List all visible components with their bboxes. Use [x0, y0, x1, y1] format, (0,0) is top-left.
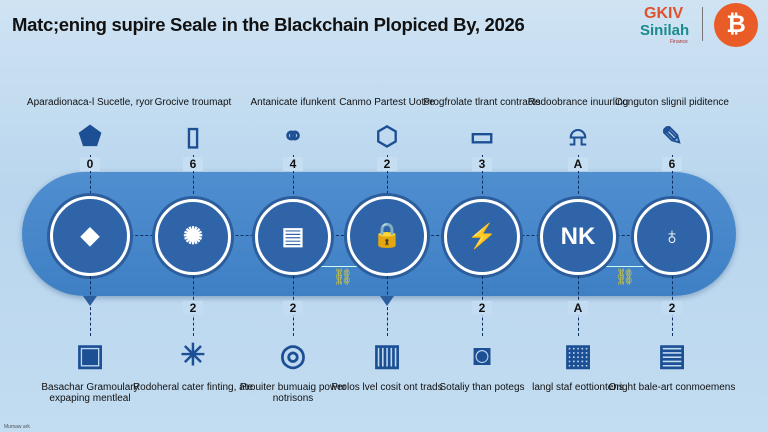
network-icon: ✺ — [155, 199, 231, 275]
step-bottom-label: Basachar Gramoulary expaping mentleal — [41, 382, 139, 404]
blockchain-icon: ⬡ — [375, 121, 399, 151]
arrow-down-icon — [380, 296, 394, 306]
footer-text: Mumaw ark — [4, 424, 30, 430]
page-title: Matc;ening supire Seale in the Blackchai… — [12, 14, 525, 35]
step-top-number: 2 — [377, 157, 397, 171]
brand-logo: GKIV Sinilah Finance ₿ — [634, 3, 768, 47]
step-bottom-number: A — [568, 301, 588, 315]
contract-icon: ▭ — [469, 121, 495, 151]
document-icon: ▦ — [563, 339, 593, 372]
bitcoin-icon: ₿ — [714, 3, 758, 47]
power-icon: ◎ — [279, 339, 307, 372]
lock-icon: 🔒 — [347, 196, 427, 276]
step-top-number: 6 — [183, 157, 203, 171]
lightning-icon: ⚡ — [444, 199, 520, 275]
nk-icon: NK — [540, 199, 616, 275]
user-icon: ♁ — [634, 199, 710, 275]
phone-icon: ▯ — [185, 121, 201, 151]
step-top-number: 6 — [662, 157, 682, 171]
signal-icon: ⍾ — [569, 121, 587, 151]
arrow-down-icon — [83, 296, 97, 306]
step-bottom-label: Oright bale-art conmoemens — [608, 382, 736, 393]
step-top-number: 0 — [80, 157, 100, 171]
chain-link-icon: ⛓ — [298, 266, 388, 286]
step-top-label: Progfrolate tlrant contracts — [423, 97, 541, 108]
logo-line3: Finance — [670, 39, 688, 45]
clipboard-icon: ▥ — [372, 339, 402, 372]
step-top-label: Grocive troumapt — [154, 97, 232, 108]
step-top-label: Canmo Partest Uotse — [339, 97, 435, 108]
step-bottom-label: Sotaliy than potegs — [439, 382, 525, 393]
storage-icon: ◙ — [472, 339, 492, 372]
link-icon: ⚭ — [282, 121, 304, 151]
step-bottom-number: 2 — [183, 301, 203, 315]
step-top-label: Redoobrance inuurling — [527, 97, 629, 108]
globe-icon: ◆ — [50, 196, 130, 276]
wallet-icon: ⬟ — [78, 121, 102, 151]
logo-line2: Sinilah — [640, 22, 690, 39]
step-bottom-label: langl staf eottiontens — [532, 382, 624, 393]
step-top-number: 4 — [283, 157, 303, 171]
monitor-icon: ▣ — [75, 339, 105, 372]
logo-line1: GKIV — [644, 5, 684, 22]
step-bottom-number: 2 — [662, 301, 682, 315]
tools-icon: ✎ — [661, 121, 683, 151]
step-top-label: Conguton slignil piditence — [615, 97, 729, 108]
step-top-number: A — [568, 157, 588, 171]
network-icon: ✳ — [180, 339, 206, 372]
step-bottom-number: 2 — [472, 301, 492, 315]
step-bottom-number: 2 — [283, 301, 303, 315]
step-bottom-label: Prolos lvel cosit ont trads — [331, 382, 443, 393]
device-icon: ▤ — [255, 199, 331, 275]
step-top-label: Aparadionaca-l Sucetle, ryor — [26, 97, 154, 108]
logo-divider — [702, 7, 703, 41]
screen-icon: ▤ — [657, 339, 687, 372]
step-top-label: Antanicate ifunkent — [250, 97, 336, 108]
chain-link-icon: ⛓ — [580, 266, 670, 286]
step-top-number: 3 — [472, 157, 492, 171]
step-bottom-label: Rodoheral cater finting, ate — [132, 382, 254, 393]
step-bottom-label: Prouiter bumuaig power notrisons — [239, 382, 347, 404]
